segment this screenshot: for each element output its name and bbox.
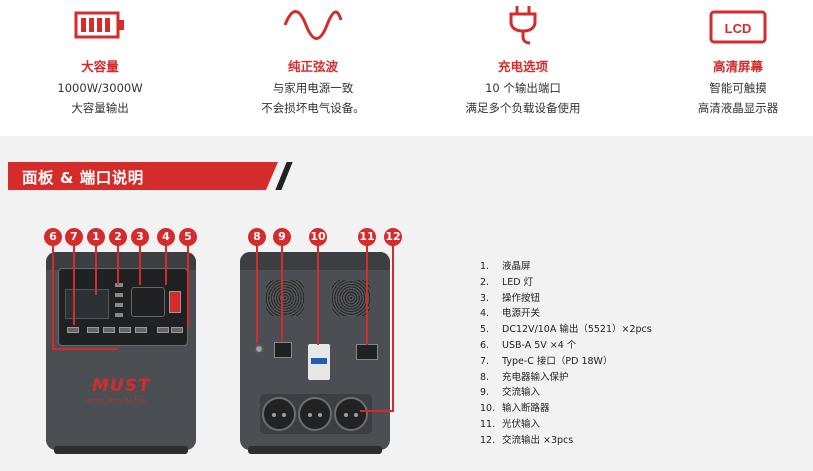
legend-item: 12.交流输出 ×3pcs — [480, 434, 574, 446]
feature-charging: 充电选项 10 个输出端口 满足多个负载设备使用 — [433, 0, 613, 115]
callout-marker: 3 — [131, 228, 149, 246]
lcd-icon-text: LCD — [725, 21, 752, 36]
usb-ports — [65, 327, 183, 337]
feature-title: 纯正弦波 — [287, 59, 338, 74]
ac-outlet — [262, 397, 296, 431]
lcd-screen — [65, 289, 109, 319]
battery-icon — [74, 11, 124, 39]
section-title: 面板 & 端口说明 — [22, 169, 144, 187]
callout-marker: 2 — [109, 228, 127, 246]
feature-title: 充电选项 — [497, 59, 548, 74]
feature-title: 高清屏幕 — [712, 59, 763, 74]
feature-line: 高清液晶显示器 — [697, 101, 779, 115]
plug-icon — [509, 6, 537, 45]
legend-item: 4.电源开关 — [480, 308, 541, 320]
callout-marker: 1 — [87, 228, 105, 246]
legend-item: 6.USB-A 5V ×4 个 — [480, 339, 577, 351]
ac-outlets — [260, 394, 372, 434]
feature-capacity: 大容量 1000W/3000W 大容量输出 — [10, 0, 190, 115]
feature-line: 大容量输出 — [71, 101, 129, 115]
legend-item: 11.光伏输入 — [480, 418, 541, 430]
section-banner: 面板 & 端口说明 — [8, 162, 293, 190]
callout-marker: 9 — [273, 228, 291, 246]
feature-title: 大容量 — [81, 59, 119, 74]
callout-marker: 7 — [65, 228, 83, 246]
power-switch — [169, 291, 181, 313]
brand-logo: MUST — [92, 376, 151, 396]
ac-outlet — [334, 397, 368, 431]
brand-tagline: Let the World Be Free — [86, 398, 147, 404]
feature-sine-wave: 纯正弦波 与家用电源一致 不会损坏电气设备。 — [223, 0, 403, 115]
feature-line: 10 个输出端口 — [485, 81, 561, 95]
cooling-fan — [266, 280, 304, 316]
feature-line: 满足多个负载设备使用 — [465, 101, 581, 115]
feature-screen: LCD 高清屏幕 智能可触摸 高清液晶显示器 — [648, 0, 813, 115]
feature-line: 与家用电源一致 — [272, 81, 354, 95]
legend-item: 3.操作按钮 — [480, 292, 541, 304]
ac-input-port — [274, 342, 292, 358]
legend-item: 2.LED 灯 — [480, 276, 534, 288]
cooling-fan — [332, 280, 370, 316]
ac-outlet — [298, 397, 332, 431]
front-control-panel — [58, 268, 188, 346]
feature-line: 1000W/3000W — [57, 81, 143, 95]
legend-item: 8.充电器输入保护 — [480, 371, 569, 383]
callout-marker: 12 — [384, 228, 402, 246]
charger-input-protector — [254, 344, 264, 354]
operation-buttons — [131, 287, 165, 317]
feature-line: 不会损坏电气设备。 — [261, 101, 365, 115]
pv-input-port — [356, 344, 378, 360]
lcd-icon: LCD — [709, 10, 767, 44]
callout-marker: 8 — [248, 228, 266, 246]
callout-marker: 6 — [44, 228, 62, 246]
legend-item: 7.Type-C 接口（PD 18W） — [480, 355, 613, 367]
feature-line: 智能可触摸 — [709, 81, 767, 95]
port-legend: 1.液晶屏 2.LED 灯 3.操作按钮 4.电源开关 5.DC12V/10A … — [480, 258, 780, 448]
input-breaker — [308, 344, 330, 380]
callout-marker: 4 — [157, 228, 175, 246]
led-indicators — [115, 283, 125, 323]
legend-item: 10.输入断路器 — [480, 403, 550, 415]
callout-marker: 5 — [179, 228, 197, 246]
legend-item: 5.DC12V/10A 输出（5521）×2pcs — [480, 324, 652, 336]
sine-wave-icon — [283, 10, 343, 40]
features-section: 大容量 1000W/3000W 大容量输出 纯正弦波 与家用电源一致 不会损坏电… — [0, 0, 813, 136]
legend-item: 9.交流输入 — [480, 387, 541, 399]
legend-item: 1.液晶屏 — [480, 261, 531, 272]
callout-marker: 10 — [309, 228, 327, 246]
callout-marker: 11 — [358, 228, 376, 246]
